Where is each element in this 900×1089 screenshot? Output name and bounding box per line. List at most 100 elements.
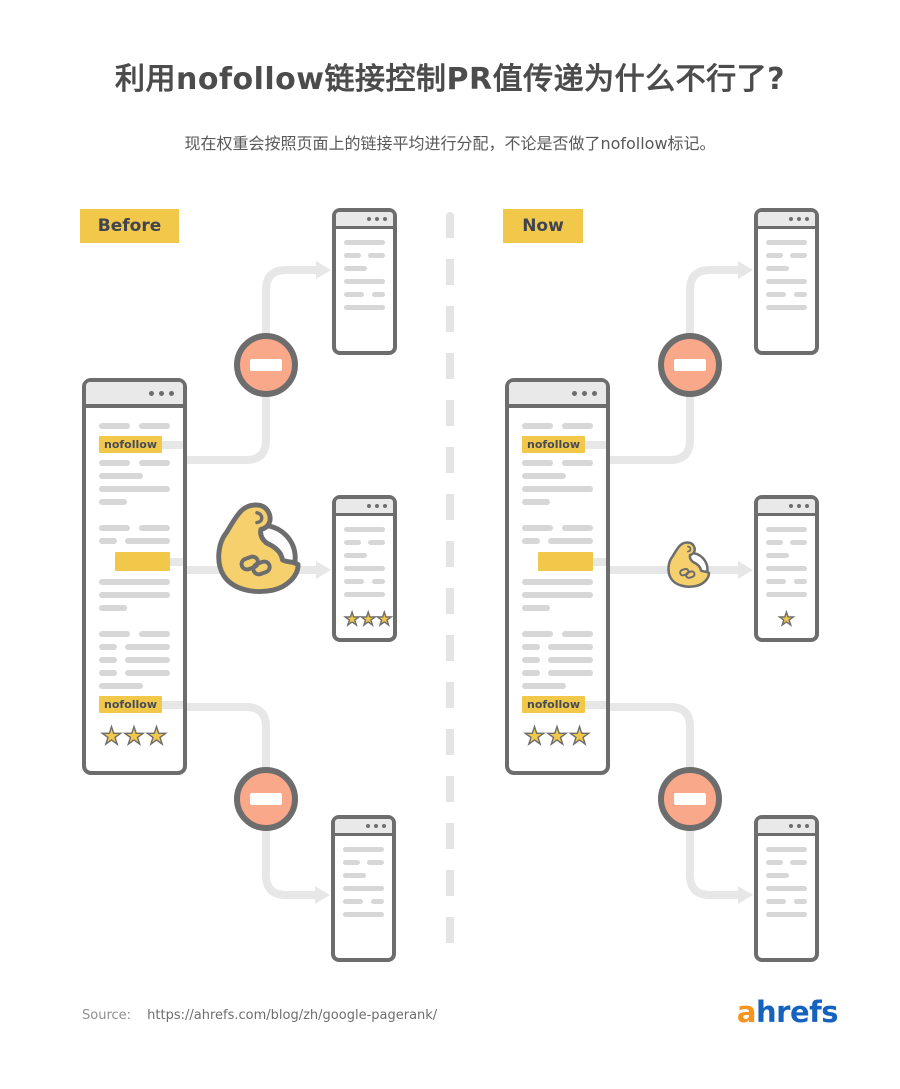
highlighted-link [537, 552, 593, 571]
text-line [343, 847, 384, 852]
text-line [766, 847, 807, 852]
text-line [766, 592, 807, 597]
window-dot-icon [789, 824, 793, 828]
text-line [766, 912, 807, 917]
window-dot-icon [797, 824, 801, 828]
page-rating: ★★★ [522, 721, 593, 750]
text-line [522, 486, 593, 492]
text-line [522, 538, 593, 544]
before-target-page-mid: ★★★ [332, 495, 397, 642]
nofollow-tag: nofollow [99, 696, 162, 713]
text-line [99, 631, 170, 637]
window-dot-icon [367, 504, 371, 508]
no-entry-icon [658, 767, 722, 831]
no-entry-icon [234, 333, 298, 397]
window-dot-icon [367, 217, 371, 221]
arrowhead-now-mid [738, 561, 753, 579]
now-main-page: nofollow nofollow [505, 378, 610, 775]
nofollow-link-row: nofollow [99, 436, 183, 453]
text-line [99, 486, 170, 492]
window-dot-icon [789, 217, 793, 221]
arrowhead-before-top [316, 261, 331, 279]
text-line [522, 683, 567, 689]
window-dot-icon [383, 504, 387, 508]
window-dot-icon [159, 390, 164, 396]
text-line [766, 305, 807, 310]
text-line [99, 605, 128, 611]
text-line [766, 266, 789, 271]
arrowhead-before-bottom [315, 886, 330, 904]
text-line [99, 460, 170, 466]
window-dot-icon [149, 390, 154, 396]
text-line [343, 886, 384, 891]
before-target-page-bottom [331, 815, 396, 962]
page-content [336, 229, 393, 351]
page-content [758, 836, 815, 958]
now-target-page-top [754, 208, 819, 355]
no-entry-icon [658, 333, 722, 397]
before-main-page: nofollow nofollow [82, 378, 187, 775]
text-line [343, 899, 384, 904]
now-target-page-bottom [754, 815, 819, 962]
nofollow-tag: nofollow [522, 696, 585, 713]
text-line [522, 525, 593, 531]
text-line [766, 253, 807, 258]
source-url: https://ahrefs.com/blog/zh/google-pagera… [147, 1008, 438, 1023]
window-dot-icon [797, 504, 801, 508]
column-divider [446, 212, 454, 960]
window-dot-icon [383, 217, 387, 221]
browser-titlebar [86, 382, 183, 408]
source-line: Source: https://ahrefs.com/blog/zh/googl… [82, 1008, 437, 1023]
text-line [522, 644, 593, 650]
browser-titlebar [758, 819, 815, 836]
page-content: nofollow nofollow [86, 408, 183, 756]
text-line [766, 886, 807, 891]
text-line [99, 499, 128, 505]
text-line [766, 527, 807, 532]
text-line [99, 579, 170, 585]
text-line [766, 566, 807, 571]
window-dot-icon [805, 824, 809, 828]
text-line [766, 279, 807, 284]
nofollow-link-row: nofollow [522, 696, 606, 713]
now-label: Now [503, 209, 583, 243]
page-content: nofollow nofollow [509, 408, 606, 756]
text-line [343, 912, 384, 917]
strong-link-muscle-icon [206, 502, 304, 600]
browser-titlebar [509, 382, 606, 408]
minus-icon [250, 359, 282, 371]
before-label: Before [80, 209, 179, 243]
window-dot-icon [375, 504, 379, 508]
page-rating: ★★★ [99, 721, 170, 750]
followed-link-row [522, 552, 606, 571]
window-dot-icon [805, 504, 809, 508]
text-line [99, 683, 144, 689]
arrowhead-now-bottom [738, 886, 753, 904]
text-line [99, 423, 170, 429]
text-line [766, 540, 807, 545]
text-line [522, 460, 593, 466]
text-line [344, 266, 367, 271]
window-dot-icon [592, 390, 597, 396]
now-target-page-mid: ★ [754, 495, 819, 642]
text-line [344, 566, 385, 571]
browser-titlebar [336, 499, 393, 516]
text-line [99, 657, 170, 663]
text-line [766, 860, 807, 865]
browser-titlebar [758, 499, 815, 516]
minus-icon [250, 793, 282, 805]
text-line [522, 605, 551, 611]
text-line [522, 592, 593, 598]
highlighted-link [114, 552, 170, 571]
window-dot-icon [169, 390, 174, 396]
text-line [343, 860, 384, 865]
text-line [522, 423, 593, 429]
text-line [99, 525, 170, 531]
text-line [522, 579, 593, 585]
text-line [344, 540, 385, 545]
text-line [99, 670, 170, 676]
text-line [343, 873, 366, 878]
text-line [344, 279, 385, 284]
ahrefs-logo-a: a [736, 995, 757, 1029]
browser-titlebar [758, 212, 815, 229]
